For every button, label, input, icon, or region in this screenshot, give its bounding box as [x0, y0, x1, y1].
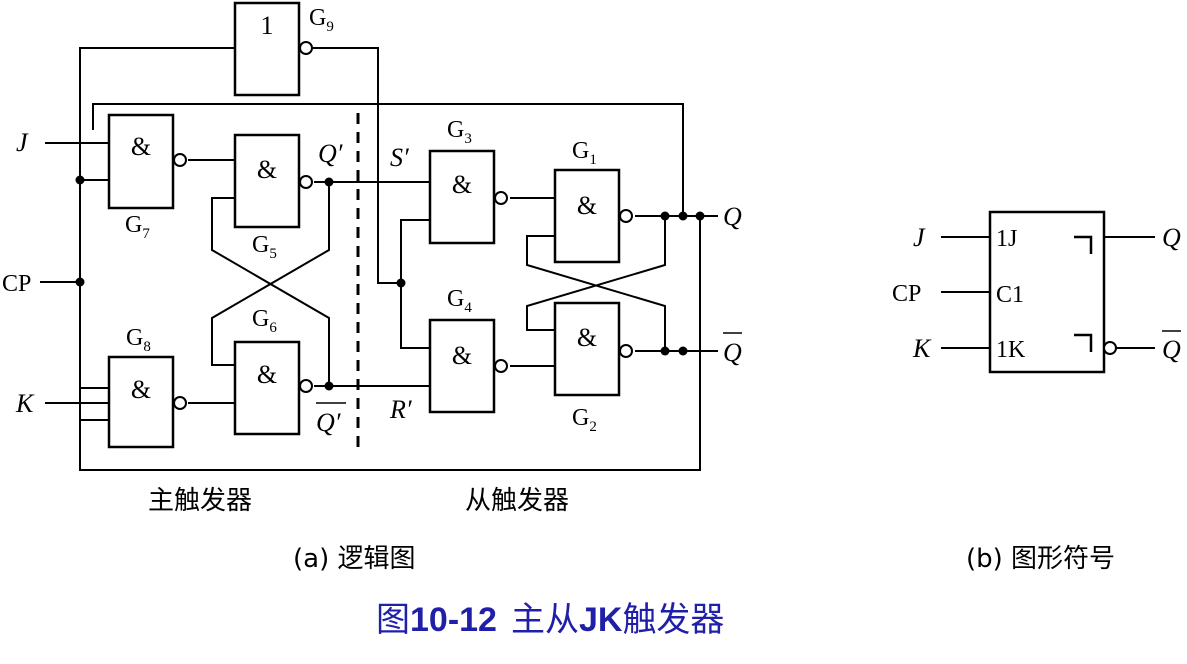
gate-symbol: &	[577, 191, 597, 220]
wire-slave-cross-a	[526, 216, 666, 331]
wire-g9-to-slave	[313, 47, 401, 284]
slave-section-label: 从触发器	[465, 486, 569, 516]
pin-c1: C1	[996, 282, 1024, 308]
gate-symbol: &	[257, 360, 277, 389]
gate-label: G8	[126, 325, 151, 355]
signal-r-prime: R′	[389, 395, 412, 424]
gate-symbol: &	[257, 155, 277, 184]
gate-label: G5	[252, 232, 277, 262]
gate-g3: & G3	[428, 117, 508, 245]
svg-text:Q′: Q′	[316, 408, 341, 437]
caption-b: (b) 图形符号	[966, 544, 1115, 574]
symbol-signal-q: Q	[1162, 223, 1181, 252]
pin-1k: 1K	[996, 337, 1026, 363]
signal-k: K	[15, 389, 35, 418]
junction-dots	[75, 175, 705, 391]
gate-symbol: &	[131, 375, 151, 404]
symbol-signal-q-bar: Q	[1162, 330, 1181, 364]
gate-label: G7	[125, 212, 150, 242]
gate-label: G9	[309, 5, 334, 35]
wire-master-cross-a	[211, 182, 330, 366]
wires	[40, 47, 718, 471]
gate-g7: & G7	[107, 113, 187, 242]
master-section-label: 主触发器	[148, 486, 252, 516]
signal-q-prime-bar: Q′	[316, 402, 346, 437]
flip-flop-box	[988, 210, 1106, 374]
signal-q: Q	[723, 202, 742, 231]
symbol-signal-cp: CP	[892, 281, 921, 307]
gate-g2: & G2	[553, 301, 633, 435]
signal-q-bar: Q	[723, 332, 742, 367]
wire-slave-cross-b	[526, 235, 666, 351]
wire-cp-to-g9	[79, 47, 235, 470]
gate-symbol: 1	[261, 11, 274, 40]
gate-label: G3	[447, 117, 472, 147]
gate-label: G2	[572, 405, 597, 435]
wire-clk-to-g3	[400, 219, 430, 283]
gate-label: G1	[572, 138, 597, 168]
gate-symbol: &	[577, 323, 597, 352]
caption-a: (a) 逻辑图	[293, 544, 416, 574]
gate-symbol: &	[452, 341, 472, 370]
gate-label: G4	[447, 286, 472, 316]
gate-g5: & G5	[233, 133, 313, 262]
gate-g1: & G1	[553, 138, 633, 264]
gate-g8: & G8	[107, 325, 187, 449]
wire-clk-to-g4	[400, 283, 430, 349]
wire-q-feedback	[92, 103, 684, 216]
gate-g4: & G4	[428, 286, 508, 414]
symbol-signal-k: K	[912, 334, 932, 363]
gate-symbol: &	[131, 132, 151, 161]
signal-j: J	[16, 128, 29, 157]
svg-text:Q: Q	[723, 338, 742, 367]
wire-master-cross-b	[211, 197, 330, 386]
gate-symbol: &	[452, 170, 472, 199]
signal-q-prime: Q′	[318, 139, 343, 168]
svg-text:Q: Q	[1162, 335, 1181, 364]
gate-g6: & G6	[233, 306, 313, 436]
symbol-signal-j: J	[913, 223, 926, 252]
pin-1j: 1J	[996, 226, 1017, 252]
jk-graphic-symbol: 1J C1 1K J CP K Q Q	[892, 210, 1181, 374]
gate-g9: 1 G9	[233, 1, 334, 97]
gate-label: G6	[252, 306, 277, 336]
signal-s-prime: S′	[390, 143, 409, 172]
signal-cp: CP	[2, 271, 31, 297]
